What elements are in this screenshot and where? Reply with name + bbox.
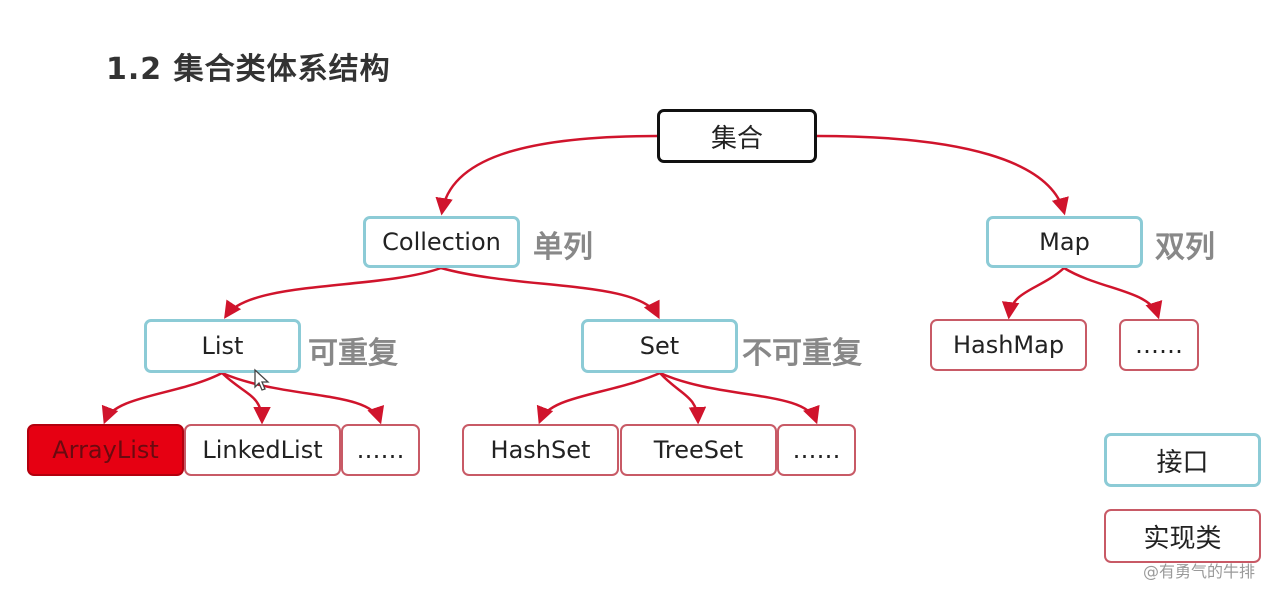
node-map-more: …… <box>1119 319 1199 371</box>
edge-collection-list <box>224 266 442 319</box>
edge-set-hashset <box>536 371 661 425</box>
node-list-more: …… <box>341 424 420 476</box>
node-arraylist: ArrayList <box>27 424 184 476</box>
node-hashmap: HashMap <box>930 319 1087 371</box>
node-set-interface: Set <box>581 319 738 373</box>
watermark: @有勇气的牛排 <box>1142 562 1255 581</box>
node-collection-interface: Collection <box>363 216 520 268</box>
edge-list-arraylist <box>101 371 223 425</box>
slide-title: 1.2 集合类体系结构 <box>106 52 391 87</box>
edge-map-more <box>1063 266 1163 320</box>
edge-set-more <box>659 371 820 425</box>
edge-list-more <box>221 371 384 425</box>
note-double-column: 双列 <box>1155 230 1215 265</box>
node-hashset: HashSet <box>462 424 619 476</box>
note-not-repeatable: 不可重复 <box>742 336 862 371</box>
node-set-more: …… <box>777 424 856 476</box>
edge-root-collection <box>435 134 658 216</box>
edge-root-map <box>816 134 1069 216</box>
edge-map-hashmap <box>1001 267 1065 320</box>
node-linkedlist: LinkedList <box>184 424 341 476</box>
note-repeatable: 可重复 <box>308 336 398 371</box>
node-collection-root: 集合 <box>657 109 817 163</box>
node-map-interface: Map <box>986 216 1143 268</box>
legend-interface: 接口 <box>1104 433 1261 487</box>
node-list-interface: List <box>144 319 301 373</box>
mouse-cursor-icon <box>254 368 270 391</box>
note-single-column: 单列 <box>533 230 593 265</box>
edge-list-linkedlist <box>221 372 271 425</box>
edge-set-treeset <box>659 372 707 425</box>
edge-collection-set <box>440 266 660 320</box>
legend-implementation: 实现类 <box>1104 509 1261 563</box>
node-treeset: TreeSet <box>620 424 777 476</box>
